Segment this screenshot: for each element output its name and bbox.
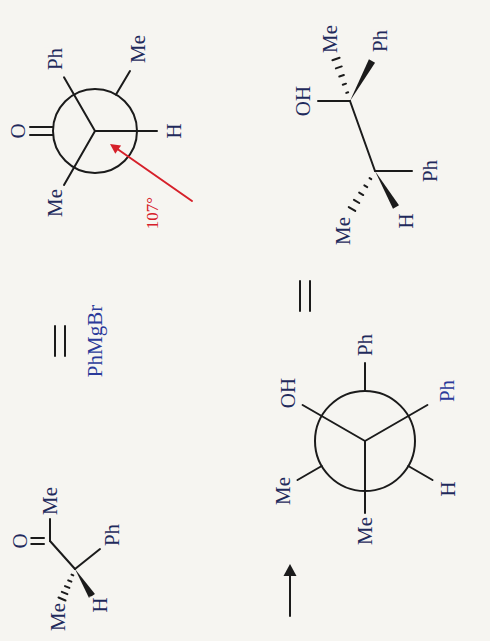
angle-label: 107°	[144, 196, 161, 230]
atom-label: Me	[128, 34, 149, 64]
atom-label: Ph	[355, 333, 376, 357]
atom-label: Ph	[420, 159, 441, 183]
atom-label: H	[438, 480, 459, 497]
atom-label: Ph	[102, 523, 123, 547]
atom-label: Me	[333, 216, 354, 246]
atom-label: OH	[278, 377, 299, 409]
atom-label: H	[164, 122, 185, 139]
atom-label: O	[8, 122, 29, 139]
atom-label: Me	[273, 476, 294, 506]
atom-label: Me	[45, 188, 66, 218]
atom-label: Me	[48, 602, 69, 632]
atom-label: Ph	[370, 29, 391, 53]
atom-label: Me	[40, 486, 61, 516]
atom-label: OH	[293, 85, 314, 117]
atom-label: Ph	[437, 379, 458, 403]
atom-label: H	[396, 212, 417, 229]
atom-label: Me	[320, 24, 341, 54]
atom-label: H	[90, 596, 111, 613]
atom-label: Ph	[45, 47, 66, 71]
atom-label: O	[10, 532, 31, 549]
atom-label: Me	[355, 516, 376, 546]
atom-label: PhMgBr	[85, 304, 106, 378]
